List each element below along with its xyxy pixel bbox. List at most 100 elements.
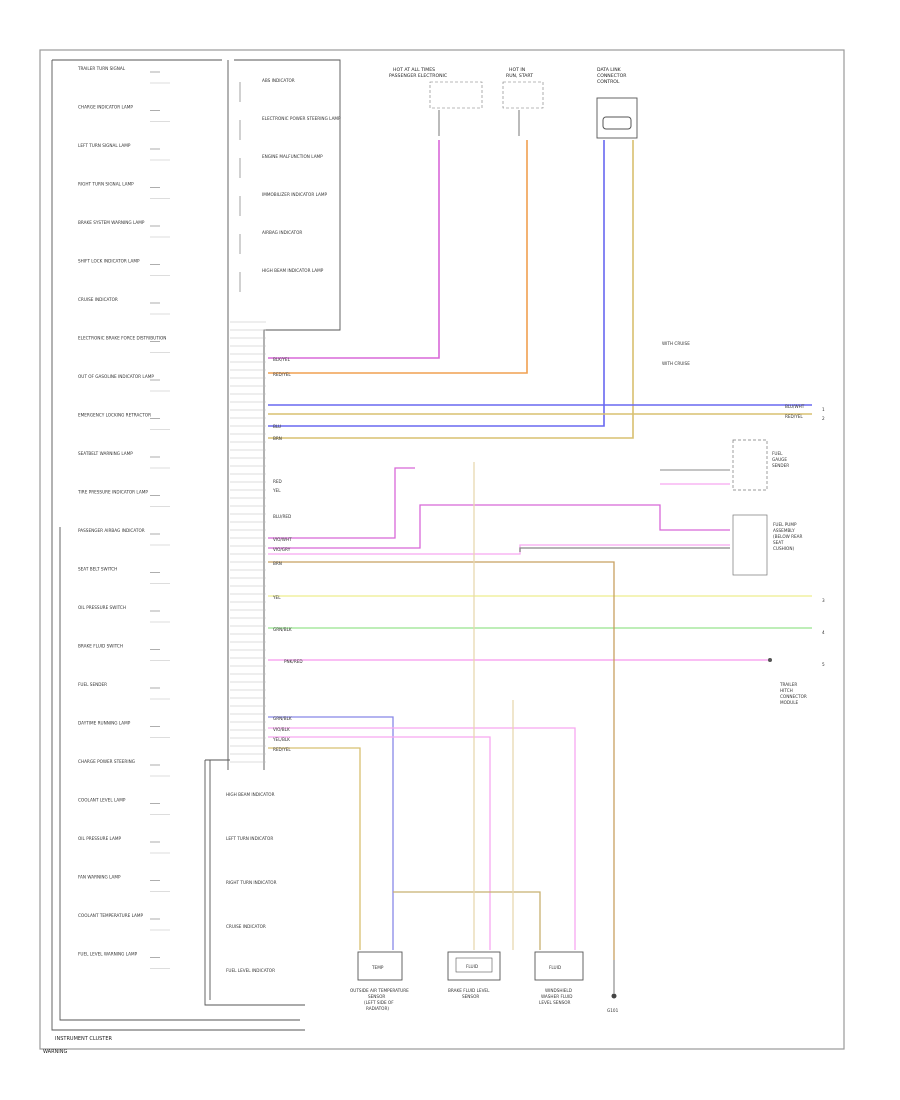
top-label-hot-run-2: RUN, START [506,73,533,79]
blue-wire-top [268,140,605,427]
wire-label-w2: RED/YEL [273,372,291,377]
inner-indicator-6: HIGH BEAM INDICATOR LAMP [262,268,324,273]
brake-fluid-label-2: SENSOR [462,994,479,999]
cluster-lamp-list: TRAILER TURN SIGNAL CHARGE INDICATOR LAMP… [77,66,170,969]
washer-fluid-label-2: WASHER FLUID [541,994,573,999]
cluster-lamp-24: FUEL LEVEL WARNING LAMP [78,952,138,957]
fuel-gauge-label-2: GAUGE [772,457,787,462]
fuel-pump-label-3: (BELOW REAR [773,534,803,539]
cluster-lamp-11: SEATBELT WARNING LAMP [78,451,133,456]
ground-label: G101 [607,1008,619,1013]
cluster-lamp-1: TRAILER TURN SIGNAL [77,66,126,71]
wire-label-w4: RED/YEL [785,414,803,419]
sensor-wires [268,700,576,950]
page-label: WARNING [43,1049,68,1055]
pink-low-2 [268,736,491,950]
trailer-node [768,658,772,662]
brown-mid [268,561,615,960]
diagram-frame [39,49,845,1050]
violet-wire-top [268,140,440,359]
wire-label-w7: RED [273,479,282,484]
cluster-lamp-17: FUEL SENDER [78,682,107,687]
wire-label-w5: BLU [273,424,281,429]
brake-fluid-sensor-inner [455,957,493,973]
tan-low [268,747,361,950]
cluster-lamp-16: BRAKE FLUID SWITCH [78,644,123,649]
top-label-dlc-3: CONTROL [597,79,620,85]
wire-label-w12: BRN [273,561,282,566]
cluster-lamp-20: COOLANT LEVEL LAMP [78,798,126,803]
wire-label-w18: YEL/BLK [272,737,290,742]
bottom-indicator-2: LEFT TURN INDICATOR [226,836,273,841]
washer-fluid-box-text: FLUID [549,965,561,970]
trailer-label-2: HITCH [780,688,793,693]
cluster-title: INSTRUMENT CLUSTER [55,1036,113,1042]
top-label-dlc-2: CONNECTOR [597,73,627,79]
washer-fluid-sensor-box [534,951,584,981]
washer-fluid-label-1: WINDSHIELD [545,988,572,993]
pink-mid-3 [268,544,730,555]
cluster-lamp-2: CHARGE INDICATOR LAMP [78,105,133,110]
fuel-gauge-label-1: FUEL [772,451,783,456]
brake-fluid-label-1: BRAKE FLUID LEVEL [448,988,490,993]
pink-mid-2 [268,504,730,549]
legend: WITH CRUISE WITH CRUISE [662,341,690,366]
orange-red-wire-top [268,140,528,374]
wire-label-w9: BLU/RED [273,514,291,519]
connector-pin-stack [230,321,266,763]
cluster-lamp-12: TIRE PRESSURE INDICATOR LAMP [77,490,148,495]
fuel-pump-label-4: SEAT [773,540,784,545]
wire-label-w17: VIO/BLK [273,727,290,732]
cluster-lamp-18: DAYTIME RUNNING LAMP [78,721,131,726]
bottom-indicator-3: RIGHT TURN INDICATOR [226,880,277,885]
fuel-pump-label-5: CUSHION) [773,546,794,551]
brake-fluid-box-text: FLUID [466,964,478,969]
top-label-dlc: DATA LINK [597,67,622,73]
cluster-lamp-22: FAN WARNING LAMP [78,875,121,880]
fuel-gauge-label-3: SENDER [772,463,789,468]
cluster-lamp-10: EMERGENCY LOCKING RETRACTOR [78,413,151,418]
fuse-box-1 [429,81,483,109]
right-tick-4: 4 [822,630,825,635]
bottom-indicator-1: HIGH BEAM INDICATOR [226,792,275,797]
violet-low-1 [268,716,394,950]
inner-indicator-5: AIRBAG INDICATOR [262,230,302,235]
outside-temp-box-text: TEMP [371,965,384,970]
trailer-label-4: MODULE [780,700,799,705]
wire-label-w3: BLU/WHT [785,404,805,409]
outside-temp-sensor-box [357,951,403,981]
right-components: FUEL GAUGE SENDER FUEL PUMP ASSEMBLY (BE… [732,439,807,705]
wire-label-w1: BLK/YEL [273,357,291,362]
cluster-lamp-4: RIGHT TURN SIGNAL LAMP [78,182,134,187]
trailer-label-3: CONNECTOR [780,694,807,699]
wire-color-labels: BLK/YEL RED/YEL BLU/WHT RED/YEL BLU BRN RED YEL… [272,357,805,752]
wire-label-w8: YEL [272,488,281,493]
right-tick-3: 3 [822,598,825,603]
cluster-lamp-15: OIL PRESSURE SWITCH [78,605,126,610]
inner-indicator-1: ABS INDICATOR [262,78,295,83]
wire-label-w11: VIO/GRY [273,547,291,552]
cluster-lamp-8: ELECTRONIC BRAKE FORCE DISTRIBUTION [78,336,166,341]
legend-item-1: WITH CRUISE [662,341,690,346]
legend-item-2: WITH CRUISE [662,361,690,366]
bottom-indicator-list: HIGH BEAM INDICATOR LEFT TURN INDICATOR RI… [226,792,277,973]
right-tick-1: 1 [822,407,825,412]
fuel-pump-label-1: FUEL PUMP [773,522,797,527]
tan-wire-top [268,140,634,439]
cluster-lamp-23: COOLANT TEMPERATURE LAMP [78,913,144,918]
bottom-sensors: TEMP OUTSIDE AIR TEMPERATURE SENSOR (LEF… [350,951,619,1013]
fuel-pump-label-2: ASSEMBLY [773,528,795,533]
gray-ground [393,891,541,950]
top-label-hot-all-times: HOT AT ALL TIMES [393,67,435,73]
cluster-lamp-13: PASSENGER AIRBAG INDICATOR [78,528,145,533]
cluster-lamp-21: OIL PRESSURE LAMP [78,836,121,841]
top-wires [268,140,634,439]
outside-temp-label-1: OUTSIDE AIR TEMPERATURE [350,988,409,993]
washer-fluid-label-3: LEVEL SENSOR [539,1000,571,1005]
right-tick-2: 2 [822,416,825,421]
inner-indicator-4: IMMOBILIZER INDICATOR LAMP [262,192,327,197]
wire-label-w19: RED/YEL [273,747,291,752]
top-components: HOT AT ALL TIMES PASSENGER ELECTRONIC HO… [389,67,638,139]
dlc-inner [602,116,632,130]
